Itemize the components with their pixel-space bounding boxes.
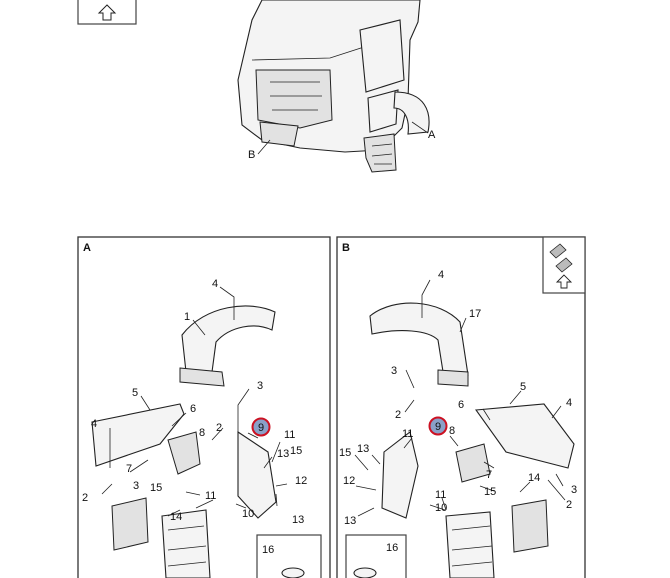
callout-b-19: 10 [435,502,447,514]
callout-b-2: 3 [391,365,397,377]
callout-a-15: 3 [133,480,139,492]
callout-a-14: 12 [295,475,307,487]
highlight-label-b: 9 [435,421,441,433]
callout-b-4: 5 [520,381,526,393]
callout-b-8: 11 [402,428,413,440]
callout-a-4: 6 [190,403,196,415]
callout-b-10: 13 [357,443,369,455]
highlight-label-a: 9 [258,422,264,434]
highlight-callout-a[interactable]: 9 [251,417,271,437]
panel-b-frame [336,236,586,578]
callout-b-1: 17 [469,308,481,320]
callout-a-0: 4 [212,278,218,290]
callout-b-6: 4 [566,397,572,409]
cab-label-b: B [248,149,255,161]
cab-label-a: A [428,129,436,141]
panel-a-parts [91,305,322,578]
callout-b-0: 4 [438,269,444,281]
callout-b-18: 11 [435,489,446,501]
callout-b-3: 2 [395,409,401,421]
callout-a-17: 2 [82,492,88,504]
callout-a-2: 3 [257,380,263,392]
callout-a-18: 14 [170,511,182,523]
callout-b-5: 6 [458,399,464,411]
orientation-arrow-icon [77,0,137,25]
callout-a-16: 11 [205,490,216,502]
callout-a-19: 10 [242,508,254,520]
panel-b-parts [345,302,575,578]
leader-lines [101,279,566,517]
callout-b-21: 16 [386,542,398,554]
callout-a-12: 7 [126,463,132,475]
callout-b-13: 14 [528,472,540,484]
callout-a-5: 4 [91,418,97,430]
callout-a-11: 13 [277,448,289,460]
cab-overview-drawing [237,0,430,173]
callout-a-7: 11 [284,429,295,441]
callout-a-9: 2 [216,422,222,434]
callout-b-15: 12 [343,475,355,487]
highlight-callout-b[interactable]: 9 [428,416,448,436]
callout-a-1: 1 [184,311,190,323]
callout-b-20: 13 [344,515,356,527]
panel-a-letter: A [83,242,91,254]
panel-a-callouts: 4 1 3 5 6 4 11 8 2 15 13 7 15 12 3 11 2 … [82,278,307,556]
panel-b-orientation-icon [542,236,586,294]
callout-b-14: 3 [571,484,577,496]
callout-a-20: 13 [292,514,304,526]
panel-a-frame [77,236,331,578]
callout-b-9: 8 [449,425,455,437]
callout-b-16: 15 [484,486,496,498]
callout-a-8: 8 [199,427,205,439]
callout-a-10: 15 [290,445,302,457]
callout-a-21: 16 [262,544,274,556]
callout-b-12: 7 [486,469,492,481]
callout-b-17: 2 [566,499,572,511]
callout-a-3: 5 [132,387,138,399]
callout-b-11: 15 [339,447,351,459]
panel-b-letter: B [342,242,350,254]
panel-b-callouts: 4 17 3 2 5 6 4 11 8 13 15 7 14 3 12 15 2… [339,269,577,554]
callout-a-13: 15 [150,482,162,494]
